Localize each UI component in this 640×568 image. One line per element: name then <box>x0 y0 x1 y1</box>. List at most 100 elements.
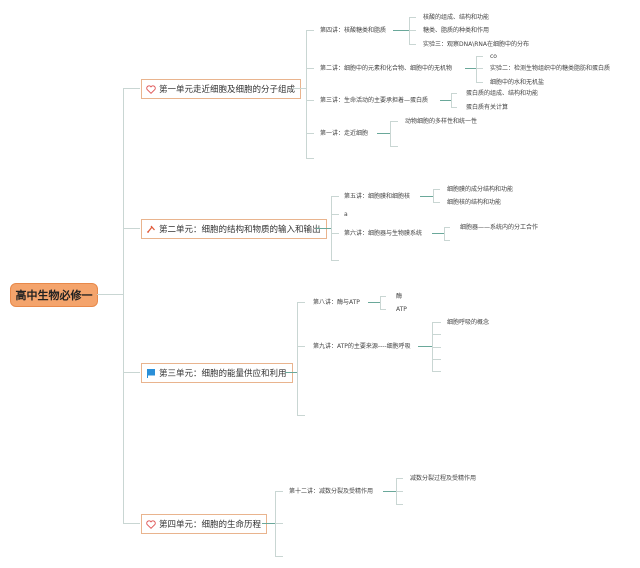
connector <box>331 196 339 197</box>
connector <box>433 189 440 190</box>
connector <box>297 302 305 303</box>
connector <box>476 56 483 57</box>
leaf-topic[interactable]: 细胞核的结构和功能 <box>447 199 502 206</box>
connector <box>285 372 297 373</box>
leaf-topic[interactable]: 蛋白质有关计算 <box>466 104 509 111</box>
connector <box>432 233 444 234</box>
leaf-topic[interactable]: ATP <box>396 306 407 313</box>
lecture-12[interactable]: 第十二讲：减数分裂及受精作用 <box>289 488 374 495</box>
connector <box>432 322 433 371</box>
leaf-topic[interactable]: 实验三：观察DNA\RNA在细胞中的分布 <box>423 41 529 48</box>
unit-4-label: 第四单元：细胞的生命历程 <box>159 520 262 530</box>
connector <box>390 121 391 146</box>
connector <box>420 196 433 197</box>
connector <box>306 30 314 31</box>
connector <box>418 346 432 347</box>
connector <box>123 523 140 524</box>
unit-1-topic[interactable]: 第一单元走近细胞及细胞的分子组成 <box>141 79 302 99</box>
connector <box>465 68 476 69</box>
lecture-1[interactable]: 第一讲：走近细胞 <box>320 130 369 137</box>
connector <box>409 30 416 31</box>
connector <box>331 260 339 261</box>
connector <box>97 294 123 295</box>
connector <box>331 233 339 234</box>
connector <box>123 88 124 523</box>
connector <box>297 346 305 347</box>
leaf-topic[interactable]: 实验二：检测生物组织中的糖类脂肪和蛋白质 <box>490 65 611 72</box>
connector <box>433 202 440 203</box>
connector <box>297 302 298 415</box>
unit-2-topic[interactable]: 第二单元：细胞的结构和物质的输入和输出 <box>141 219 327 239</box>
leaf-topic[interactable]: 细胞呼吸的概念 <box>447 319 490 326</box>
leaf-topic[interactable]: 减数分裂过程及受精作用 <box>410 475 477 482</box>
connector <box>409 17 416 18</box>
lecture-a[interactable]: a <box>344 211 348 218</box>
leaf-topic[interactable]: 酶 <box>396 293 403 300</box>
connector <box>383 491 396 492</box>
connector <box>451 93 452 107</box>
connector <box>306 158 314 159</box>
lecture-2[interactable]: 第二讲：细胞中的元素和化合物、细胞中的无机物 <box>320 65 453 72</box>
connector <box>380 296 386 297</box>
connector <box>275 491 283 492</box>
leaf-topic[interactable]: 动物细胞的多样性和统一性 <box>405 118 478 125</box>
connector <box>377 133 390 134</box>
connector <box>306 30 307 158</box>
lecture-8[interactable]: 第八讲：酶与ATP <box>313 299 360 306</box>
connector <box>409 44 416 45</box>
connector <box>396 491 403 492</box>
connector <box>444 227 450 228</box>
connector <box>476 82 483 83</box>
heart-icon <box>146 519 156 529</box>
connector <box>380 296 381 309</box>
lecture-4[interactable]: 第四讲：核酸糖类和脂质 <box>320 27 387 34</box>
connector <box>444 240 450 241</box>
connector <box>432 347 441 348</box>
lecture-9[interactable]: 第九讲：ATP的主要来源----细胞呼吸 <box>313 343 411 350</box>
connector <box>368 302 380 303</box>
leaf-topic[interactable]: 细胞膜的成分结构和功能 <box>447 186 514 193</box>
connector <box>433 189 434 202</box>
connector <box>432 334 441 335</box>
connector <box>396 478 403 479</box>
leaf-topic[interactable]: 细胞中的水和无机盐 <box>490 79 545 86</box>
connector <box>390 121 398 122</box>
leaf-topic[interactable]: 糖类、脂质的种类和作用 <box>423 27 490 34</box>
connector <box>275 523 283 524</box>
tools-icon <box>146 224 156 234</box>
connector <box>123 372 140 373</box>
connector <box>275 556 283 557</box>
lecture-3[interactable]: 第三讲：生命活动的主要承担着—蛋白质 <box>320 97 429 104</box>
leaf-topic[interactable]: co <box>490 53 497 60</box>
connector <box>393 30 409 31</box>
connector <box>306 133 314 134</box>
leaf-topic[interactable]: 细胞器——系统内的分工合作 <box>460 224 539 231</box>
root-topic-label: 高中生物必修一 <box>15 289 93 302</box>
connector <box>476 68 483 69</box>
unit-1-label: 第一单元走近细胞及细胞的分子组成 <box>159 85 296 95</box>
lecture-6[interactable]: 第六讲：细胞器与生物膜系统 <box>344 230 423 237</box>
unit-3-label: 第三单元：细胞的能量供应和利用 <box>159 369 287 379</box>
connector <box>292 88 306 89</box>
heart-icon <box>146 84 156 94</box>
connector <box>432 371 441 372</box>
root-topic[interactable]: 高中生物必修一 <box>10 283 98 307</box>
connector <box>390 146 398 147</box>
connector <box>306 100 314 101</box>
connector <box>297 415 305 416</box>
connector <box>444 227 445 240</box>
leaf-topic[interactable]: 蛋白质的组成、结构和功能 <box>466 90 539 97</box>
connector <box>396 504 403 505</box>
connector <box>123 88 140 89</box>
leaf-topic[interactable]: 核酸的组成、结构和功能 <box>423 14 490 21</box>
unit-4-topic[interactable]: 第四单元：细胞的生命历程 <box>141 514 268 534</box>
connector <box>316 228 331 229</box>
connector <box>440 100 451 101</box>
connector <box>331 196 332 260</box>
connector <box>262 523 275 524</box>
unit-2-label: 第二单元：细胞的结构和物质的输入和输出 <box>159 225 321 235</box>
lecture-5[interactable]: 第五讲：细胞膜和细胞核 <box>344 193 411 200</box>
connector <box>123 228 140 229</box>
unit-3-topic[interactable]: 第三单元：细胞的能量供应和利用 <box>141 363 293 383</box>
connector <box>476 56 477 82</box>
